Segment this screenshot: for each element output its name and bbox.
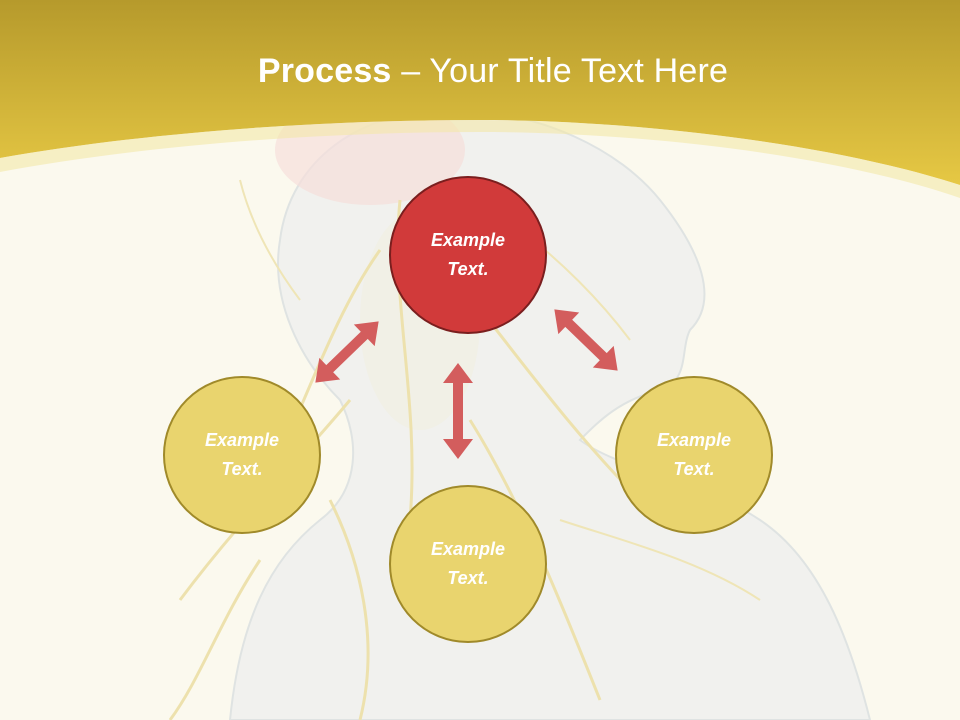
double-arrow-top-left <box>315 321 379 383</box>
title-rest: – Your Title Text Here <box>391 52 729 90</box>
process-node-right-label: Example Text. <box>656 430 732 479</box>
double-arrow-top-right <box>554 309 618 371</box>
process-node-right[interactable]: Example Text. <box>615 376 773 534</box>
process-node-left[interactable]: Example Text. <box>163 376 321 534</box>
slide-title: Process – Your Title Text Here <box>0 52 960 91</box>
process-node-bottom[interactable]: Example Text. <box>389 485 547 643</box>
title-bold: Process <box>257 52 392 90</box>
process-node-top[interactable]: Example Text. <box>389 176 547 334</box>
process-node-left-label: Example Text. <box>204 430 280 479</box>
double-arrow-vertical <box>443 363 473 459</box>
header-band <box>0 0 960 185</box>
process-node-bottom-label: Example Text. <box>430 539 506 588</box>
process-node-top-label: Example Text. <box>430 230 506 279</box>
